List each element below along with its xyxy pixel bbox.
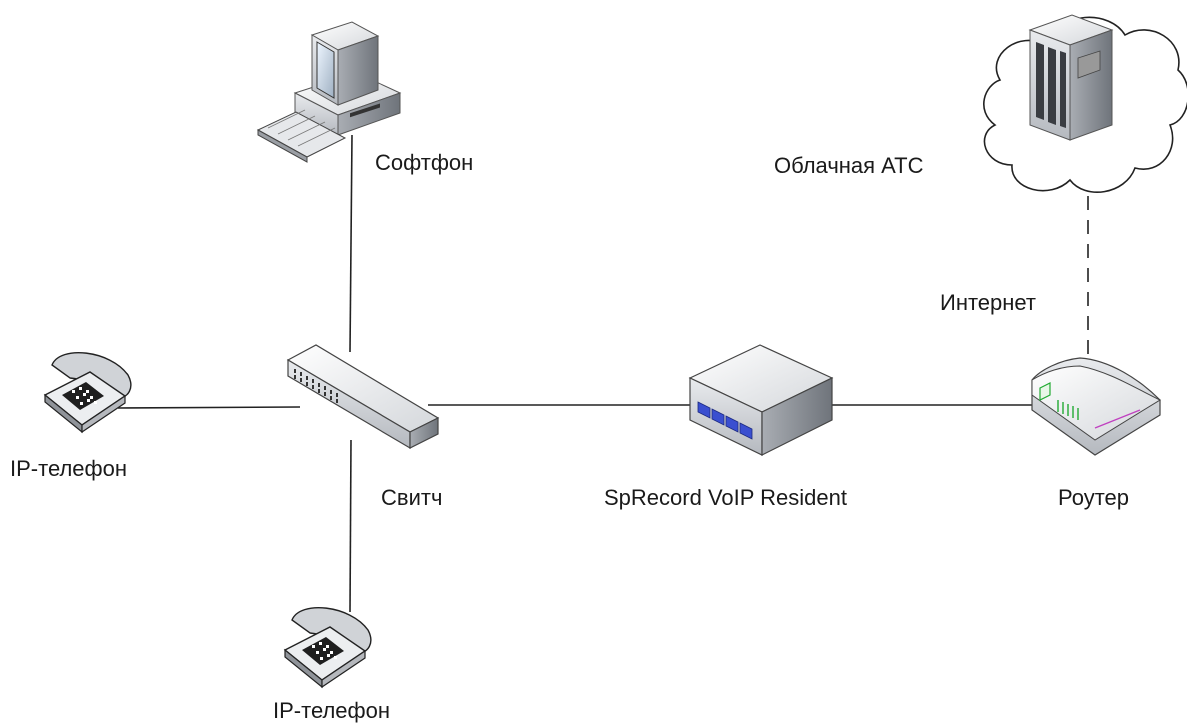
- connections: [117, 134, 1089, 613]
- label-cloud-pbx: Облачная АТС: [774, 153, 924, 178]
- label-router: Роутер: [1058, 485, 1129, 510]
- telephone-icon-bottom: [283, 607, 372, 689]
- link-phone-left-switch: [117, 406, 301, 409]
- link-switch-phone-bottom: [349, 439, 352, 613]
- server-icon: [1028, 14, 1114, 141]
- router-icon: [1031, 357, 1162, 456]
- link-pc-switch: [349, 134, 353, 353]
- label-ip-phone-bottom: IP-телефон: [273, 698, 391, 723]
- telephone-icon-left: [43, 352, 132, 434]
- switch-icon: [286, 344, 440, 450]
- label-switch: Свитч: [381, 485, 443, 510]
- label-recorder: SpRecord VoIP Resident: [604, 485, 847, 510]
- desktop-pc-icon: [256, 21, 402, 163]
- recorder-appliance-icon: [688, 344, 834, 456]
- label-ip-phone-left: IP-телефон: [10, 456, 128, 481]
- label-internet: Интернет: [940, 290, 1036, 315]
- label-softphone: Софтфон: [375, 150, 474, 175]
